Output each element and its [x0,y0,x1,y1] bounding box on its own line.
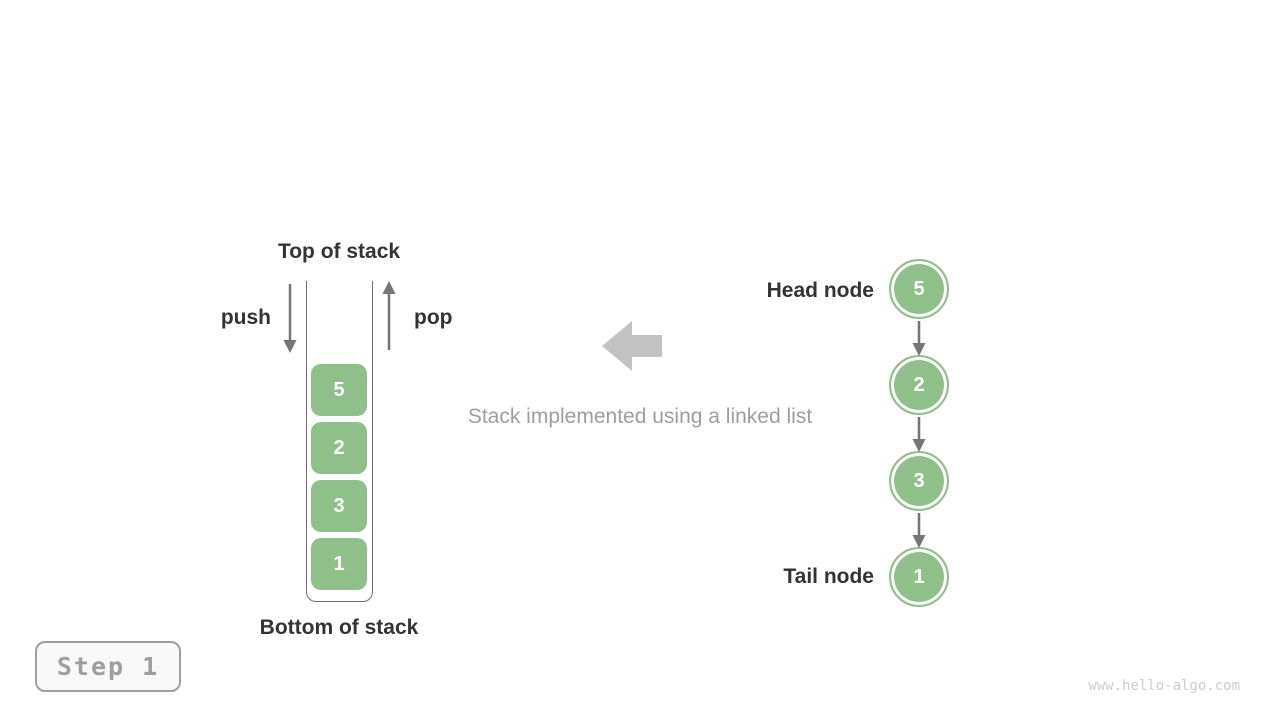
head-node-label: Head node [766,279,874,302]
top-of-stack-label: Top of stack [277,240,401,263]
pop-arrow-icon [382,281,396,350]
caption-text: Stack implemented using a linked list [467,405,813,428]
step-badge-label: Step 1 [56,652,160,681]
pop-label: pop [414,306,453,329]
step-badge: Step 1 [35,641,181,692]
bottom-of-stack-label: Bottom of stack [259,616,419,639]
stack-element: 3 [311,480,367,532]
tail-node-label: Tail node [783,565,874,588]
list-node: 5 [889,259,949,319]
list-node: 3 [889,451,949,511]
stack-element: 2 [311,422,367,474]
stack-element: 5 [311,364,367,416]
stack-element: 1 [311,538,367,590]
list-node: 1 [889,547,949,607]
push-label: push [220,306,271,329]
push-arrow-icon [283,284,297,353]
list-link-arrow-icon [912,417,926,452]
watermark-text: www.hello-algo.com [1088,678,1240,694]
list-node: 2 [889,355,949,415]
left-block-arrow-icon [602,321,662,371]
list-link-arrow-icon [912,321,926,356]
list-link-arrow-icon [912,513,926,548]
